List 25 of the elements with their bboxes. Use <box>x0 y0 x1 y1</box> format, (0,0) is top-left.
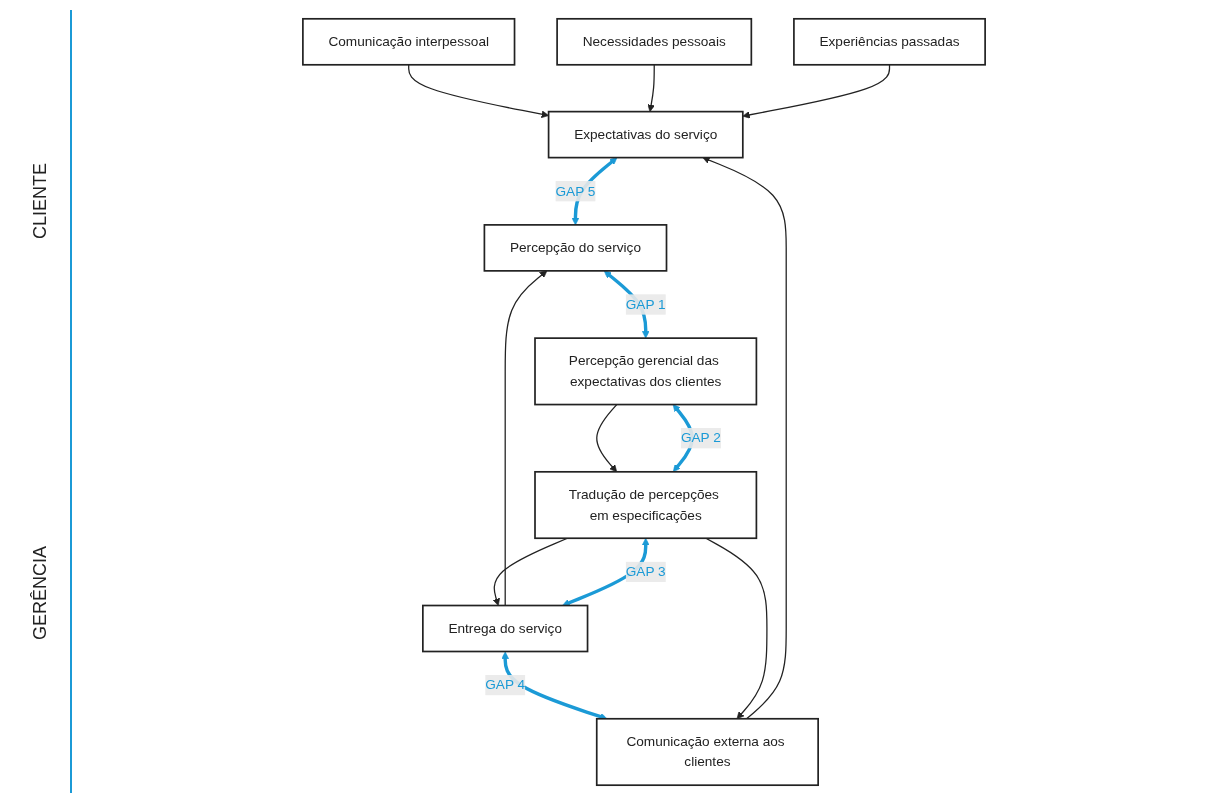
edge-label: GAP 5 <box>555 183 596 198</box>
zone-label: CLIENTE <box>29 163 51 240</box>
node-box: Experiências passadas <box>793 17 986 66</box>
arrow <box>705 537 768 719</box>
node-box: Percepção gerencial das expectativas dos clientes <box>534 336 758 405</box>
edge-label: GAP 4 <box>485 676 526 692</box>
node-box: Comunicação externa aos clientes <box>595 717 819 786</box>
node-box: Necessidades pessoais <box>556 17 753 66</box>
arrow <box>647 63 655 112</box>
node-box: Comunicação interpessoal <box>302 17 516 66</box>
arrow <box>742 63 891 119</box>
node-box: Percepção do serviço <box>483 223 668 272</box>
arrow <box>492 537 569 606</box>
node-box: Entrega do serviço <box>422 604 589 652</box>
zone-label: GERÊNCIA <box>29 545 51 640</box>
edge-label: GAP 1 <box>625 296 666 311</box>
arrow <box>501 651 608 720</box>
node-box: Tradução de percepções em especificações <box>534 470 758 539</box>
arrow <box>504 270 548 606</box>
node-box: Expectativas do serviço <box>547 110 744 158</box>
arrow <box>702 156 787 719</box>
edge-label: GAP 3 <box>625 563 666 579</box>
edge-label: GAP 2 <box>680 430 721 445</box>
arrow <box>408 63 549 118</box>
arrow <box>596 403 618 472</box>
